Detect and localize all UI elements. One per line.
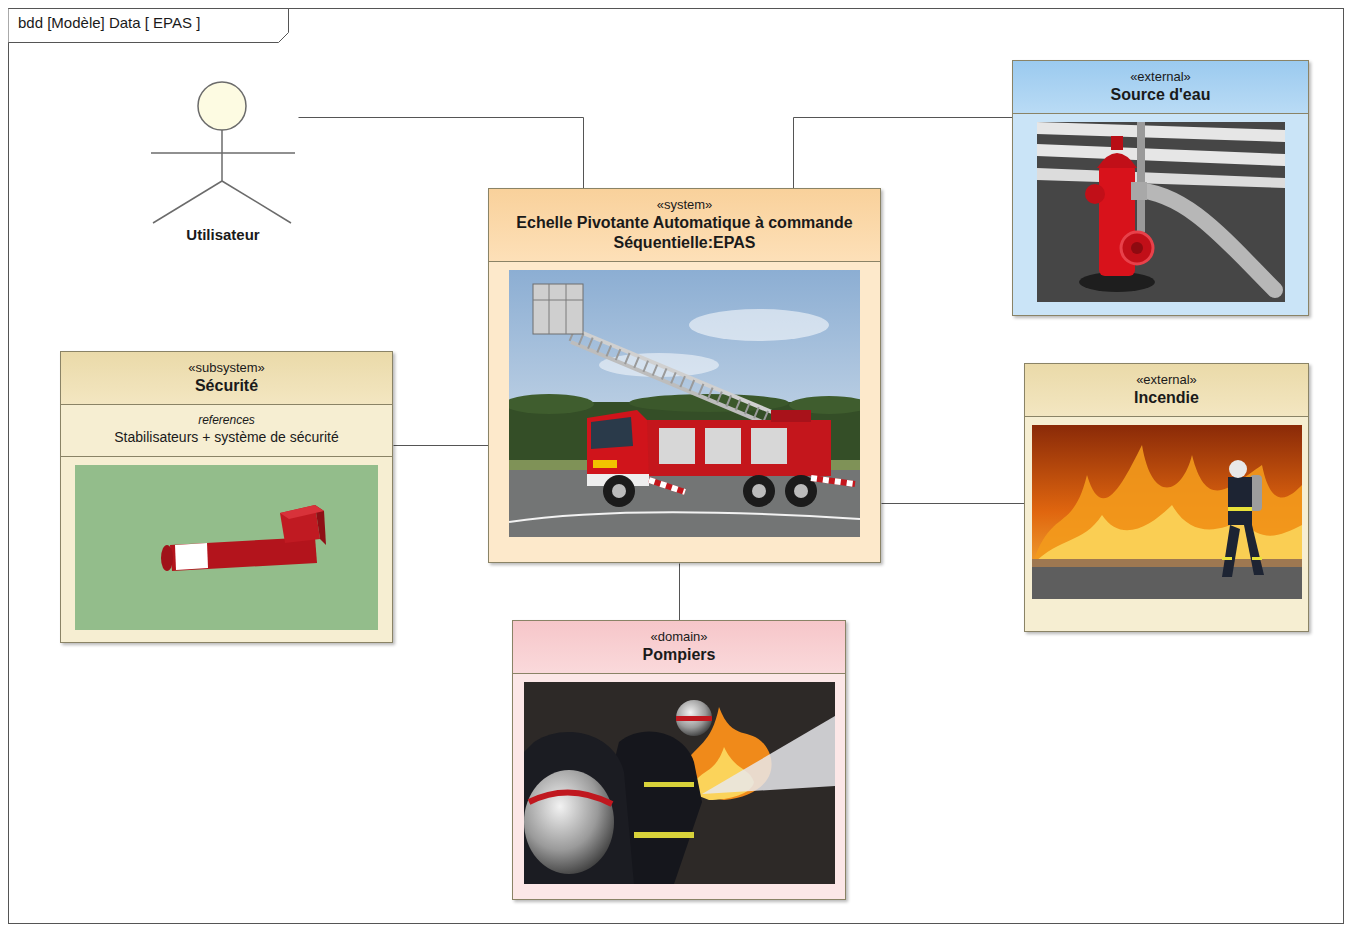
block-box: «domain»Pompiers (512, 620, 846, 900)
block-header: «external»Source d'eau (1013, 61, 1308, 114)
block-name: Sécurité (67, 376, 386, 396)
block-box: «subsystem»SécuritéreferencesStabilisate… (60, 351, 393, 643)
reference-text: Stabilisateurs + système de sécurité (67, 428, 386, 446)
hydrant-picture (1037, 122, 1285, 302)
block-box: «external»Incendie (1024, 363, 1309, 632)
association-line (794, 118, 1013, 189)
association-line (679, 564, 680, 621)
block-header: «system»Echelle Pivotante Automatique à … (489, 189, 880, 262)
association-line (299, 118, 584, 189)
frame-border (9, 9, 1344, 924)
actor-arms (151, 152, 295, 154)
block-box: «external»Source d'eau (1012, 60, 1309, 316)
block-header: «external»Incendie (1025, 364, 1308, 417)
block-name: Pompiers (519, 645, 839, 665)
block-header: «subsystem»Sécurité (61, 352, 392, 405)
compartment-keyword: references (67, 413, 386, 428)
block-name: Echelle Pivotante Automatique à commande… (495, 213, 874, 253)
actor-leg (222, 181, 291, 223)
association-line (394, 445, 489, 446)
actor-leg (153, 181, 222, 223)
stereotype-label: «external» (1019, 68, 1302, 85)
fire-truck-picture (509, 270, 860, 537)
actor-name: Utilisateur (148, 226, 298, 244)
actor-figure (148, 80, 298, 228)
references-compartment: referencesStabilisateurs + système de sé… (61, 405, 392, 457)
stabilizer-picture (75, 465, 378, 630)
diagram-title: bdd [Modèle] Data [ EPAS ] (18, 14, 200, 32)
stick-figure (151, 82, 295, 223)
fire-picture (1032, 425, 1302, 599)
block-box: «system»Echelle Pivotante Automatique à … (488, 188, 881, 563)
stereotype-label: «external» (1031, 371, 1302, 388)
actor-node: Utilisateur (148, 80, 298, 245)
frame-tab (9, 9, 289, 43)
stereotype-label: «subsystem» (67, 359, 386, 376)
association-line (882, 503, 1025, 504)
stereotype-label: «domain» (519, 628, 839, 645)
actor-body (221, 130, 223, 181)
block-header: «domain»Pompiers (513, 621, 845, 674)
block-name: Source d'eau (1019, 85, 1302, 105)
stereotype-label: «system» (495, 196, 874, 213)
block-name: Incendie (1031, 388, 1302, 408)
firefighters-picture (524, 682, 835, 884)
actor-head (198, 82, 246, 130)
